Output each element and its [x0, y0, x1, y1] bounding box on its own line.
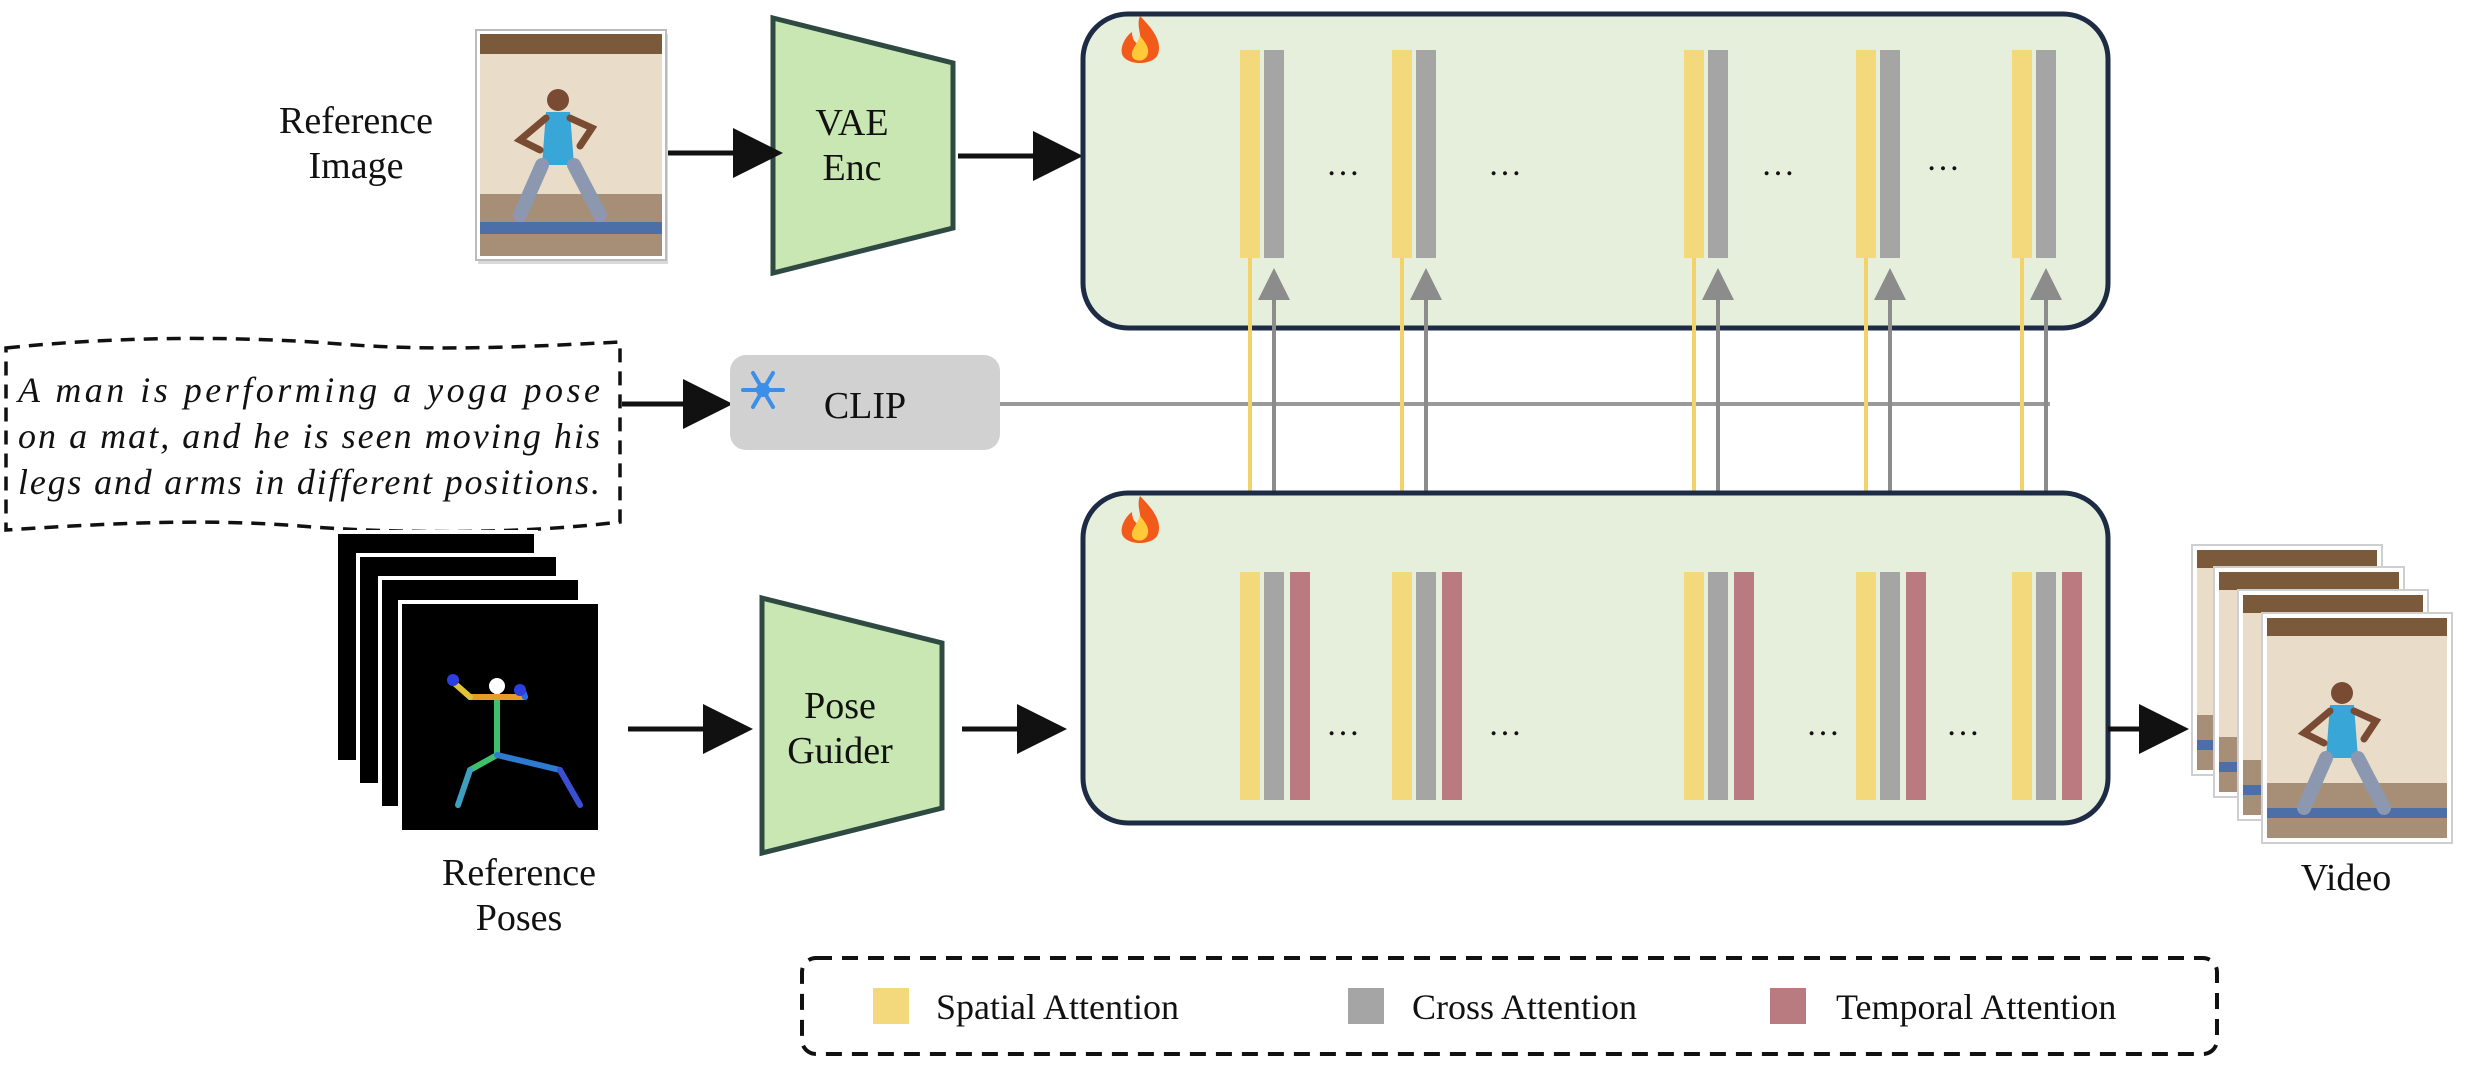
- ref-cross-attention-bar: [1708, 50, 1728, 258]
- clip-label: CLIP: [824, 385, 906, 427]
- fire-icon: [1121, 496, 1160, 543]
- legend-label-spatial: Spatial Attention: [936, 987, 1179, 1027]
- temporal-attention-bar: [2062, 572, 2082, 800]
- fire-icon: [1121, 16, 1160, 63]
- ellipsis-top: …: [1488, 146, 1522, 183]
- pose-guider: [759, 594, 945, 857]
- cross-attention-bar: [1880, 572, 1900, 800]
- ref-spatial-attention-bar: [2012, 50, 2032, 258]
- ellipsis-top: …: [1761, 146, 1795, 183]
- ref-spatial-attention-bar: [1684, 50, 1704, 258]
- ellipsis-bottom: …: [1806, 706, 1840, 743]
- ellipsis-top: …: [1326, 146, 1360, 183]
- ref-spatial-attention-bar: [1856, 50, 1876, 258]
- reference-image-label-2: Image: [309, 145, 404, 187]
- caption-line-2: on a mat, and he is seen moving his: [18, 416, 600, 456]
- temporal-attention-bar: [1734, 572, 1754, 800]
- cross-attention-bar: [2036, 572, 2056, 800]
- vae-label-2: Enc: [822, 147, 881, 189]
- legend-swatch-cross: [1348, 988, 1384, 1024]
- caption-line-3: legs and arms in different positions.: [18, 462, 600, 502]
- pose-guider-label-1: Pose: [804, 685, 876, 727]
- legend-label-temporal: Temporal Attention: [1836, 987, 2116, 1027]
- ellipsis-bottom: …: [1946, 706, 1980, 743]
- ref-cross-attention-bar: [1264, 50, 1284, 258]
- cross-attention-bar: [1416, 572, 1436, 800]
- ref-spatial-attention-bar: [1392, 50, 1412, 258]
- ellipsis-bottom: …: [1488, 706, 1522, 743]
- output-video-stack: [2191, 544, 2453, 844]
- legend-label-cross: Cross Attention: [1412, 987, 1637, 1027]
- spatial-attention-bar: [1856, 572, 1876, 800]
- caption-bubble: [4, 336, 622, 534]
- vae-label-1: VAE: [815, 102, 888, 144]
- reference-image: [475, 29, 668, 264]
- spatial-attention-bar: [1240, 572, 1260, 800]
- temporal-attention-bar: [1906, 572, 1926, 800]
- video-frame: [2261, 612, 2453, 844]
- spatial-attention-bar: [2012, 572, 2032, 800]
- cross-attention-bar: [1264, 572, 1284, 800]
- pose-guider-label-2: Guider: [787, 730, 893, 772]
- denoising-net-block: [1080, 490, 2111, 826]
- ref-spatial-attention-bar: [1240, 50, 1260, 258]
- caption-line-1: A man is performing a yoga pose: [16, 370, 600, 410]
- reference-image-label-1: Reference: [279, 100, 433, 142]
- ellipsis-bottom: …: [1326, 706, 1360, 743]
- temporal-attention-bar: [1290, 572, 1310, 800]
- ref-cross-attention-bar: [1880, 50, 1900, 258]
- reference-poses-label-2: Poses: [476, 897, 563, 939]
- reference-poses-stack: [334, 530, 602, 834]
- legend-swatch-temporal: [1770, 988, 1806, 1024]
- ellipsis-top: …: [1926, 141, 1960, 178]
- temporal-attention-bar: [1442, 572, 1462, 800]
- snowflake-icon: [741, 371, 785, 409]
- video-label: Video: [2301, 857, 2392, 899]
- cross-attention-bar: [1708, 572, 1728, 800]
- spatial-attention-bar: [1392, 572, 1412, 800]
- ref-cross-attention-bar: [2036, 50, 2056, 258]
- vae-encoder: [770, 14, 956, 277]
- reference-poses-label-1: Reference: [442, 852, 596, 894]
- clip-encoder: [730, 355, 1000, 450]
- ref-cross-attention-bar: [1416, 50, 1436, 258]
- reference-net-block: [1080, 11, 2111, 331]
- legend-box: [800, 956, 2219, 1056]
- legend-swatch-spatial: [873, 988, 909, 1024]
- spatial-attention-bar: [1684, 572, 1704, 800]
